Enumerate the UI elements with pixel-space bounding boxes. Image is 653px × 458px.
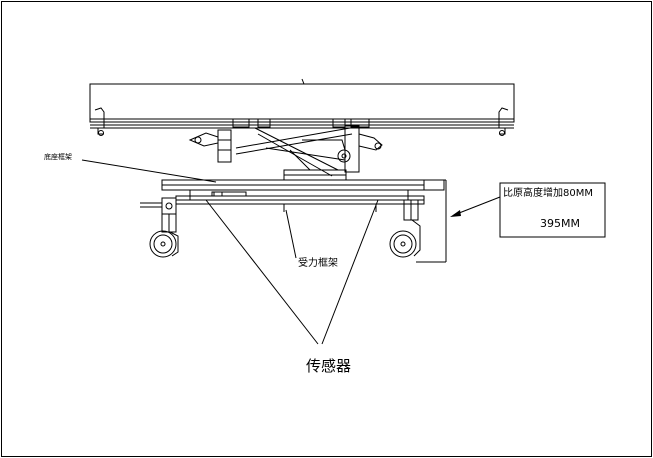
height-increase-label: 比原高度增加80MM (503, 188, 593, 199)
right-caster (389, 199, 421, 258)
height-dimension (416, 179, 447, 263)
sensor-label: 传感器 (306, 357, 352, 375)
height-callout-box (499, 182, 606, 238)
base-frame (161, 179, 445, 200)
leader-lines (81, 159, 501, 345)
top-deck (89, 78, 515, 136)
base-frame-label: 底座框架 (44, 153, 72, 161)
stress-frame-label: 受力框架 (298, 258, 338, 269)
total-height-label: 395MM (540, 217, 580, 230)
stress-frame (140, 195, 425, 215)
left-caster (149, 213, 179, 258)
